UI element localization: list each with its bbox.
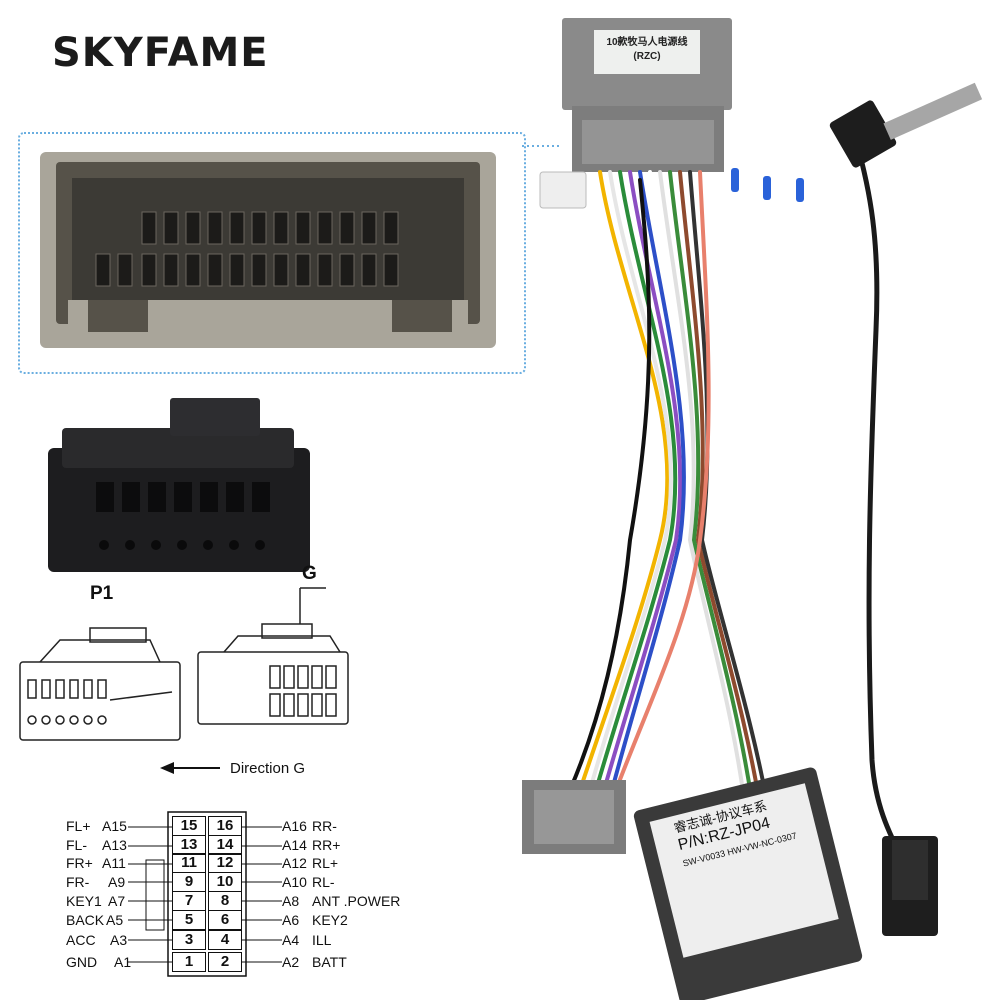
connector-top-label-line2: (RZC) bbox=[633, 51, 661, 62]
g-drawing bbox=[197, 587, 349, 725]
pin-name: ACC bbox=[66, 932, 96, 948]
wire-harness bbox=[568, 170, 774, 832]
pin-name: RR- bbox=[312, 818, 337, 834]
pin-code: A1 bbox=[114, 954, 132, 970]
p1-drawing bbox=[19, 627, 181, 741]
pin-name: RR+ bbox=[312, 837, 341, 853]
pin-code: A6 bbox=[282, 912, 300, 928]
connector-top-grey bbox=[562, 18, 732, 172]
connector-bottom-grey bbox=[522, 780, 626, 854]
decoder-module bbox=[633, 767, 863, 1000]
pin-code: A15 bbox=[102, 818, 127, 834]
pin-code: A16 bbox=[282, 818, 307, 834]
plug-16pin-black bbox=[48, 398, 310, 572]
pin-name: FL- bbox=[66, 837, 87, 853]
pin-name: RL- bbox=[312, 874, 335, 890]
connector-top-label-line1: 10款牧马人电源线 bbox=[606, 37, 688, 48]
pin-number: 16 bbox=[208, 816, 242, 836]
pin-number: 3 bbox=[172, 930, 206, 950]
pin-code: A10 bbox=[282, 874, 307, 890]
pin-number: 14 bbox=[208, 835, 242, 855]
connector-top-label: 10款牧马人电源线 (RZC) bbox=[594, 36, 700, 64]
pin-name: RL+ bbox=[312, 855, 339, 871]
pin-name: KEY2 bbox=[312, 912, 348, 928]
pin-number: 8 bbox=[208, 891, 242, 911]
antenna-adapter bbox=[829, 82, 983, 936]
connector-face-inset bbox=[18, 132, 526, 374]
pin-number: 1 bbox=[172, 952, 206, 972]
pin-code: A8 bbox=[282, 893, 300, 909]
blue-wire-caps bbox=[731, 168, 804, 202]
pin-name: BACK bbox=[66, 912, 105, 928]
pin-number: 12 bbox=[208, 853, 242, 873]
pin-number: 10 bbox=[208, 872, 242, 892]
pin-number: 11 bbox=[172, 853, 206, 873]
pin-number: 4 bbox=[208, 930, 242, 950]
pin-code: A4 bbox=[282, 932, 300, 948]
pinout-frame bbox=[167, 811, 247, 977]
pin-number: 13 bbox=[172, 835, 206, 855]
pin-code: A9 bbox=[108, 874, 126, 890]
pin-number: 2 bbox=[208, 952, 242, 972]
pin-number: 5 bbox=[172, 910, 206, 930]
pin-code: A5 bbox=[106, 912, 124, 928]
pinout-lines bbox=[128, 826, 282, 963]
direction-label: Direction G bbox=[230, 760, 306, 777]
pin-name: ANT .POWER bbox=[312, 893, 401, 909]
p1-label: P1 bbox=[90, 583, 114, 604]
pin-number: 7 bbox=[172, 891, 206, 911]
pin-name: BATT bbox=[312, 954, 347, 970]
brand-logo: SKYFAME bbox=[52, 30, 269, 76]
pin-code: A3 bbox=[110, 932, 128, 948]
pin-code: A7 bbox=[108, 893, 126, 909]
pin-code: A14 bbox=[282, 837, 307, 853]
direction-arrow bbox=[160, 762, 220, 774]
g-label: G bbox=[302, 563, 317, 584]
small-white-plug bbox=[539, 171, 587, 209]
pin-code: A13 bbox=[102, 837, 127, 853]
pin-name: ILL bbox=[312, 932, 332, 948]
connector-face bbox=[40, 152, 496, 348]
pin-name: GND bbox=[66, 954, 98, 970]
pin-code: A11 bbox=[102, 855, 126, 871]
pin-name: FR+ bbox=[66, 855, 93, 871]
pin-number: 9 bbox=[172, 872, 206, 892]
pin-code: A2 bbox=[282, 954, 300, 970]
pin-name: FL+ bbox=[66, 818, 91, 834]
pin-code: A12 bbox=[282, 855, 307, 871]
pin-number: 15 bbox=[172, 816, 206, 836]
pin-number: 6 bbox=[208, 910, 242, 930]
pin-name: FR- bbox=[66, 874, 90, 890]
pin-name: KEY1 bbox=[66, 893, 102, 909]
